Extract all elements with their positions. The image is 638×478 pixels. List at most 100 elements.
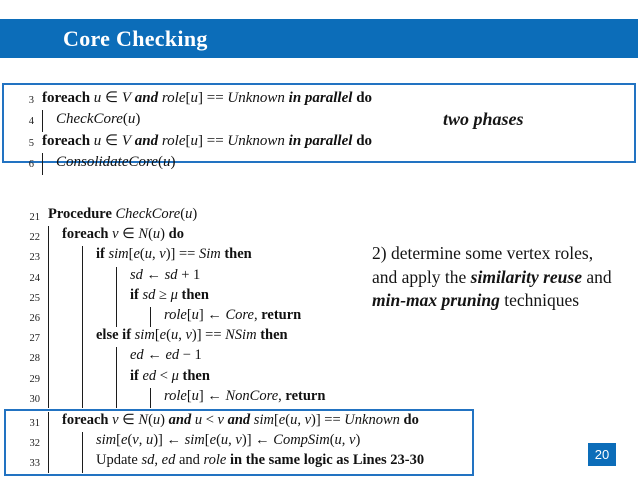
text-segment: CheckCore [56, 111, 123, 128]
text-segment: [ [273, 412, 279, 429]
text-segment: N [138, 412, 149, 429]
text-segment: Unknown [227, 132, 285, 149]
text-segment: ] == [198, 132, 228, 149]
text-segment: [ [204, 432, 210, 449]
text-segment: then [260, 327, 288, 344]
indent-guide [48, 246, 82, 267]
text-segment: u [191, 387, 199, 404]
text-segment: sim [184, 432, 205, 449]
text-segment: ed [165, 347, 180, 364]
text-segment: ) [170, 154, 176, 171]
indent-guide [82, 367, 116, 388]
code-line: 3 foreach u ∈ V and role[u] == Unknown in… [4, 89, 634, 110]
text-segment: v [235, 432, 242, 449]
text-segment: )] ← [153, 432, 185, 449]
code-text: sd ← sd + 1 [130, 267, 200, 287]
line-number: 27 [29, 333, 41, 345]
line-number: 3 [28, 95, 34, 106]
line-number: 4 [28, 116, 34, 128]
text-segment: NonCore [225, 387, 279, 404]
text-segment: , [228, 432, 236, 449]
text-segment: do [356, 90, 373, 106]
text-segment: return [285, 387, 326, 404]
annotation-line: and apply the similarity reuse and [372, 266, 638, 290]
text-segment: u [145, 432, 154, 449]
indent-guide [82, 307, 116, 328]
text-segment: , [253, 307, 262, 324]
text-segment: < [156, 367, 172, 384]
text-segment: u [152, 226, 161, 243]
text-segment: in parallel [288, 132, 353, 149]
text-segment: u [185, 206, 193, 222]
text-segment: ( [157, 154, 163, 171]
text-segment: foreach [62, 226, 113, 243]
text-segment: , [341, 432, 350, 449]
indent-guide [116, 347, 130, 368]
indent-guide [48, 432, 82, 453]
text-segment: sim [108, 246, 129, 263]
text-segment: and [168, 412, 192, 429]
indent-guide [48, 266, 82, 287]
line-number: 32 [29, 438, 41, 450]
code-text: foreach u ∈ V and role[u] == Unknown in … [42, 89, 372, 110]
text-segment: V [121, 90, 132, 106]
text-segment: in parallel [288, 90, 353, 106]
text-segment: , [278, 387, 286, 404]
text-segment: ← [143, 347, 166, 364]
text-segment: ( [180, 206, 186, 222]
text-segment: and [581, 266, 612, 287]
page-title: Core Checking [63, 25, 208, 51]
text-segment: Unknown [227, 90, 285, 106]
text-segment: if [96, 246, 109, 263]
code-text: Procedure CheckCore(u) [48, 206, 197, 226]
text-segment: CheckCore [115, 206, 181, 222]
code-text: if ed < μ then [130, 368, 210, 388]
text-segment: u [127, 111, 136, 128]
indent-guide [150, 387, 164, 409]
indent-guide [48, 327, 82, 348]
text-segment: − 1 [179, 347, 202, 364]
text-segment: then [182, 367, 210, 384]
indent-guide [116, 286, 130, 308]
text-segment: )] == [311, 412, 345, 429]
indent-guide [48, 286, 82, 308]
indent-guide [82, 347, 116, 368]
text-segment: u [190, 132, 199, 149]
indent-guide [82, 286, 116, 308]
text-segment: u [162, 154, 171, 171]
text-segment: ( [216, 432, 221, 449]
text-segment: v [217, 412, 224, 429]
text-segment: , [152, 246, 160, 263]
text-segment: techniques [499, 290, 580, 310]
text-segment: < [202, 412, 218, 429]
algorithm-1-code: 3 foreach u ∈ V and role[u] == Unknown in… [4, 89, 634, 175]
text-segment: then [224, 246, 252, 263]
indent-guide [116, 387, 150, 409]
text-segment: v [304, 412, 312, 429]
text-segment: u [93, 90, 102, 106]
indent-guide [48, 226, 62, 247]
text-segment: + 1 [177, 266, 201, 283]
code-text: ed ← ed − 1 [130, 347, 202, 367]
text-segment: v [132, 432, 139, 449]
text-segment: ( [329, 432, 335, 449]
text-segment: ConsolidateCore [56, 154, 158, 171]
text-segment: e [121, 432, 128, 449]
code-text: Update sd, ed and role in the same logic… [96, 452, 424, 472]
text-segment: role [203, 452, 227, 469]
text-segment: v [112, 226, 119, 243]
line-number: 30 [29, 393, 41, 405]
text-segment: v [112, 412, 119, 429]
text-segment: and apply the [372, 266, 471, 287]
text-segment: ] ← [198, 307, 226, 324]
line-number: 5 [28, 137, 34, 149]
text-segment: ∈ [101, 132, 122, 149]
code-text: foreach v ∈ N(u) and u < v and sim[e(u, … [62, 412, 419, 432]
